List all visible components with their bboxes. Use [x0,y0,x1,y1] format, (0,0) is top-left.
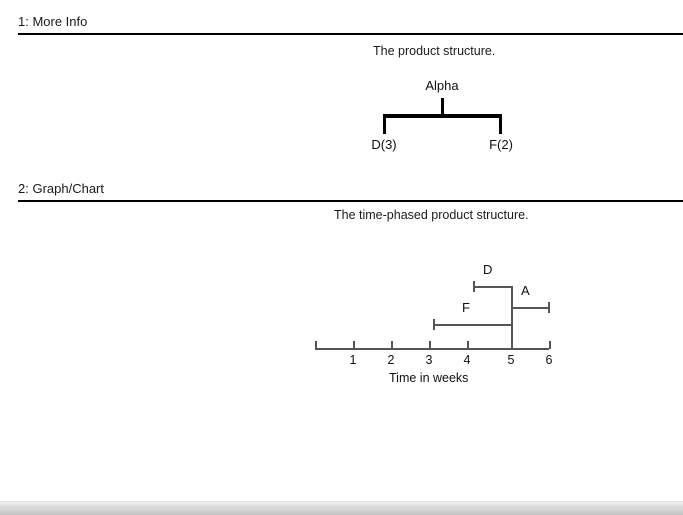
product-structure-tree: Alpha D(3) F(2) [330,70,560,160]
x-axis-label-5: 5 [507,353,515,367]
x-axis-tick-4 [467,341,469,349]
x-axis-label-4: 4 [463,353,471,367]
tree-branch-left [383,114,386,134]
tree-stem-root [441,98,444,115]
x-axis-label-6: 6 [545,353,553,367]
section-heading-more-info: 1: More Info [18,14,88,29]
bar-label-a: A [521,283,530,298]
bar-label-f: F [462,300,470,315]
x-axis-label-2: 2 [387,353,395,367]
bar-a [511,307,549,309]
x-axis-label-1: 1 [349,353,357,367]
time-phased-chart: D A F 1 2 3 4 5 6 Time in weeks [300,255,580,390]
x-axis-tick-3 [429,341,431,349]
x-axis-tick-1 [353,341,355,349]
x-axis-tick-0 [315,341,317,349]
tree-node-f: F(2) [489,137,513,152]
x-axis-title: Time in weeks [389,371,469,385]
caption-time-phased-structure: The time-phased product structure. [334,208,529,222]
tree-branch-right [499,114,502,134]
x-axis-label-3: 3 [425,353,433,367]
bar-end-cap-a [548,302,550,313]
x-axis-tick-2 [391,341,393,349]
section-rule-1 [18,33,683,35]
x-axis-tick-5 [511,341,513,349]
document-page: 1: More Info The product structure. Alph… [18,14,683,390]
tree-node-alpha: Alpha [425,78,459,93]
connector-week-5 [511,286,513,348]
page-horizontal-scrollbar[interactable] [0,501,683,515]
bar-d [473,286,511,288]
section-heading-graph-chart: 2: Graph/Chart [18,181,104,196]
section-rule-2 [18,200,683,202]
tree-bracket-horizontal [383,114,501,118]
caption-product-structure: The product structure. [373,44,496,58]
bar-label-d: D [483,262,493,277]
bar-f [433,324,511,326]
x-axis-tick-6 [549,341,551,349]
x-axis-line [315,348,549,350]
tree-node-d: D(3) [371,137,397,152]
